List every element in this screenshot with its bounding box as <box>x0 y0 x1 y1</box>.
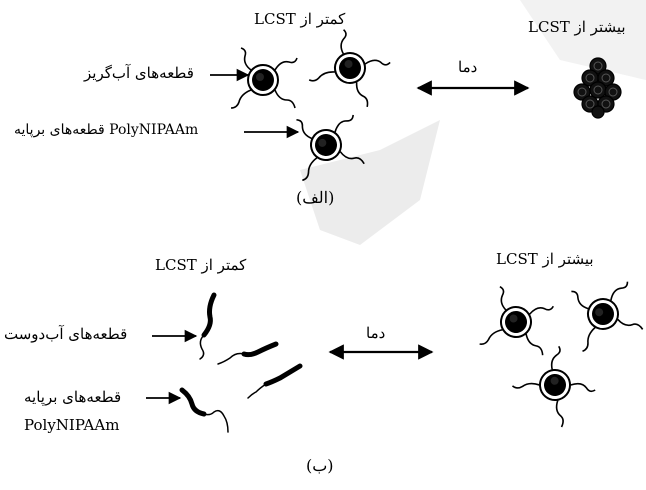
panel-a-below-lcst-label: کمتر از LCST <box>254 10 346 28</box>
panel-a-caption: (الف) <box>296 188 335 207</box>
panel-a-micelle-3 <box>285 104 368 182</box>
panel-b-below-lcst-label: کمتر از LCST <box>155 256 247 274</box>
panel-b-hydrophilic-label: قطعه‌های آب‌دوست <box>4 325 128 343</box>
panel-a-aggregate <box>573 57 622 119</box>
panel-a-above-lcst-label: بیشتر از LCST <box>528 18 626 36</box>
panel-b-micelle-3 <box>511 338 603 430</box>
panel-b-backbone-label-line2: PolyNIPAAm <box>24 416 120 434</box>
panel-a-temperature-label: دما <box>458 58 478 76</box>
panel-a-micelle-2 <box>308 24 396 109</box>
panel-b-caption: (ب) <box>306 456 334 475</box>
panel-b-temperature-label: دما <box>366 324 386 342</box>
panel-a-micelle-1 <box>230 47 298 109</box>
panel-b-micelle-2 <box>560 271 646 353</box>
panel-b-backbone-label-line1: قطعه‌های برپایه <box>24 388 122 406</box>
panel-b-micelle-1 <box>478 283 557 357</box>
panel-a-hydrophobic-label: قطعه‌های آب‌گریز <box>84 64 194 82</box>
panel-b-extended-chains <box>179 292 303 433</box>
panel-b-above-lcst-label: بیشتر از LCST <box>496 250 594 268</box>
panel-a-backbone-label: قطعه‌های برپایه PolyNIPAAm <box>14 122 199 138</box>
